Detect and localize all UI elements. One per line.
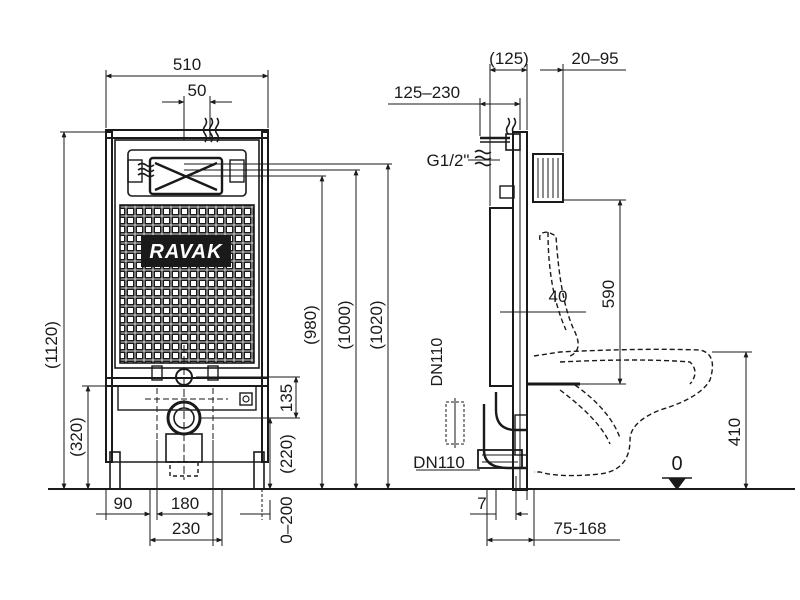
dim-height-1120: (1120) <box>42 321 61 369</box>
dim-90: 90 <box>114 494 133 513</box>
dim-135: 135 <box>277 384 296 412</box>
toilet-bowl-outline <box>533 231 714 477</box>
dim-125: (125) <box>489 49 529 68</box>
dim-height-320: (320) <box>67 417 86 457</box>
dn110-vertical-label: DN110 <box>429 338 446 387</box>
dim-height-1020: (1020) <box>367 300 386 349</box>
dim-height-980: (980) <box>301 305 320 345</box>
dim-40: 40 <box>549 287 568 306</box>
floor-zero-label: 0 <box>671 453 682 475</box>
dim-7: 7 <box>477 494 486 513</box>
dim-410: 410 <box>725 418 744 446</box>
dim-230: 230 <box>172 519 200 538</box>
dim-125-230: 125–230 <box>394 83 460 102</box>
dim-width-510: 510 <box>173 55 201 74</box>
dim-20-95: 20–95 <box>571 49 618 68</box>
dim-590: 590 <box>599 280 618 308</box>
floor-level-marker-icon <box>668 478 686 490</box>
ravak-logo: RAVAK <box>141 235 231 267</box>
dim-0-200: 0–200 <box>277 496 296 543</box>
dim-offset-50: 50 <box>188 81 207 100</box>
side-frame <box>445 131 580 500</box>
dim-180: 180 <box>171 494 199 513</box>
dim-75-168: 75-168 <box>554 519 607 538</box>
ravak-logo-text: RAVAK <box>149 241 223 263</box>
thread-g12-label: G1/2" <box>427 151 470 170</box>
front-frame <box>105 129 269 490</box>
dim-height-220: (220) <box>277 434 296 474</box>
dim-height-1000: (1000) <box>335 300 354 349</box>
side-water-inlet-icon <box>474 117 517 167</box>
side-dimension-lines <box>388 64 752 546</box>
dn110-horizontal-label: DN110 <box>413 453 465 472</box>
front-dimension-lines <box>60 70 392 546</box>
